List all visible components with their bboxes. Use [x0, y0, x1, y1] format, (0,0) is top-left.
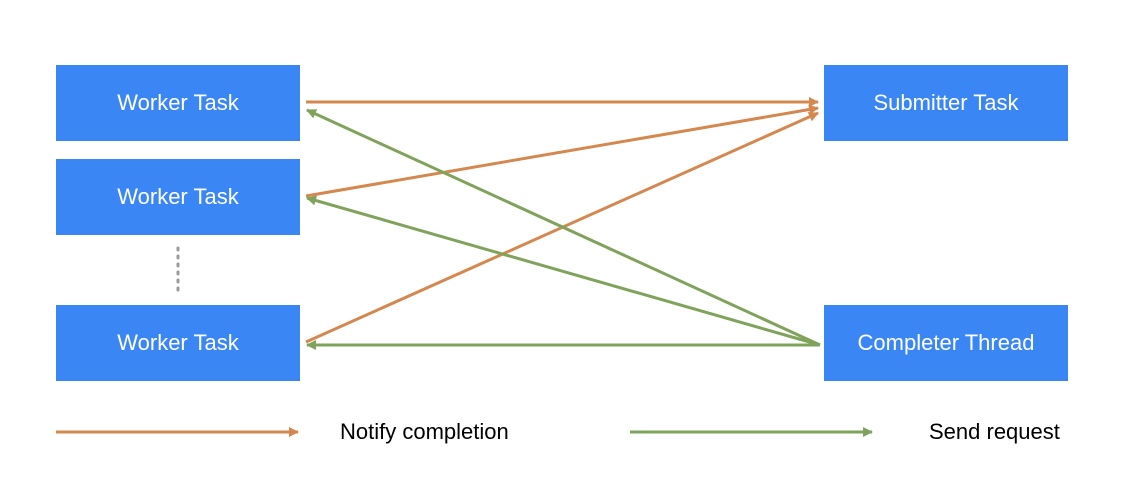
- legend-notify-label: Notify completion: [340, 419, 509, 444]
- worker-task-box-3: Worker Task: [56, 305, 300, 381]
- worker-task-label-2: Worker Task: [117, 184, 239, 209]
- submitter-task-label: Submitter Task: [873, 90, 1019, 115]
- legend-send-label: Send request: [929, 419, 1060, 444]
- worker-task-box-2: Worker Task: [56, 159, 300, 235]
- worker-task-label-1: Worker Task: [117, 90, 239, 115]
- send-arrow-completer-to-worker1: [306, 108, 821, 347]
- submitter-task-box: Submitter Task: [824, 65, 1068, 141]
- completer-thread-label: Completer Thread: [857, 330, 1035, 355]
- completer-thread-box: Completer Thread: [824, 305, 1068, 381]
- worker-task-label-3: Worker Task: [117, 330, 239, 355]
- notify-arrow-worker2-to-submitter: [305, 104, 819, 198]
- worker-task-box-1: Worker Task: [56, 65, 300, 141]
- send-arrow-completer-to-worker2: [306, 195, 821, 347]
